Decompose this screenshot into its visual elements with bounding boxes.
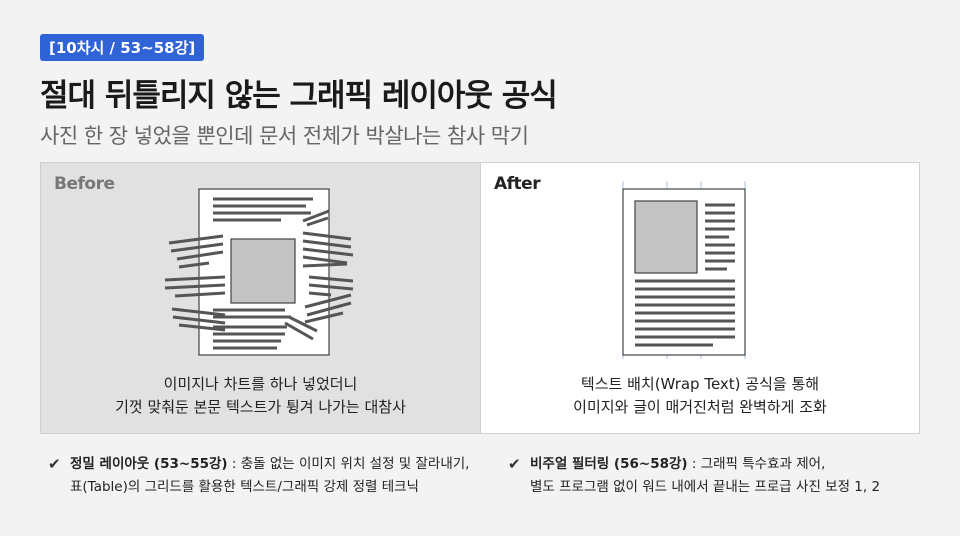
broken-layout-illustration bbox=[164, 188, 354, 356]
after-caption: 텍스트 배치(Wrap Text) 공식을 통해 이미지와 글이 매거진처럼 완… bbox=[481, 373, 919, 419]
bullet-heading: 비주얼 필터링 (56~58강) bbox=[530, 456, 688, 472]
after-caption-line: 텍스트 배치(Wrap Text) 공식을 통해 bbox=[580, 375, 820, 393]
bullet-text: 표(Table)의 그리드를 활용한 텍스트/그래픽 강제 정렬 테크닉 bbox=[70, 479, 419, 495]
before-caption: 이미지나 차트를 하나 넣었더니 기껏 맞춰둔 본문 텍스트가 튕겨 나가는 대… bbox=[41, 373, 480, 419]
page-subtitle: 사진 한 장 넣었을 뿐인데 문서 전체가 박살나는 참사 막기 bbox=[40, 124, 529, 148]
page-title: 절대 뒤틀리지 않는 그래픽 레이아웃 공식 bbox=[40, 78, 558, 114]
after-label: After bbox=[494, 174, 541, 194]
wrapped-layout-illustration bbox=[622, 181, 746, 359]
after-caption-line: 이미지와 글이 매거진처럼 완벽하게 조화 bbox=[573, 398, 827, 416]
lesson-badge: [10차시 / 53~58강] bbox=[40, 34, 205, 61]
image-placeholder bbox=[230, 238, 296, 304]
check-icon: ✔ bbox=[48, 455, 61, 473]
bullet-text: 별도 프로그램 없이 워드 내에서 끝내는 프로급 사진 보정 1, 2 bbox=[530, 479, 881, 495]
before-caption-line: 이미지나 차트를 하나 넣었더니 bbox=[163, 375, 358, 393]
before-caption-line: 기껏 맞춰둔 본문 텍스트가 튕겨 나가는 대참사 bbox=[115, 398, 406, 416]
bullet-heading: 정밀 레이아웃 (53~55강) bbox=[70, 456, 228, 472]
bullet-text: : 충돌 없는 이미지 위치 설정 및 잘라내기, bbox=[227, 456, 470, 472]
comparison-panel: Before bbox=[40, 162, 920, 434]
before-panel: Before bbox=[41, 163, 481, 433]
aligned-text-lines bbox=[635, 203, 735, 347]
before-label: Before bbox=[54, 174, 115, 194]
check-icon: ✔ bbox=[508, 455, 521, 473]
after-panel: After bbox=[481, 163, 919, 433]
scattered-text-lines bbox=[164, 197, 354, 350]
image-placeholder bbox=[634, 200, 698, 274]
bullet-text: : 그래픽 특수효과 제어, bbox=[687, 456, 826, 472]
